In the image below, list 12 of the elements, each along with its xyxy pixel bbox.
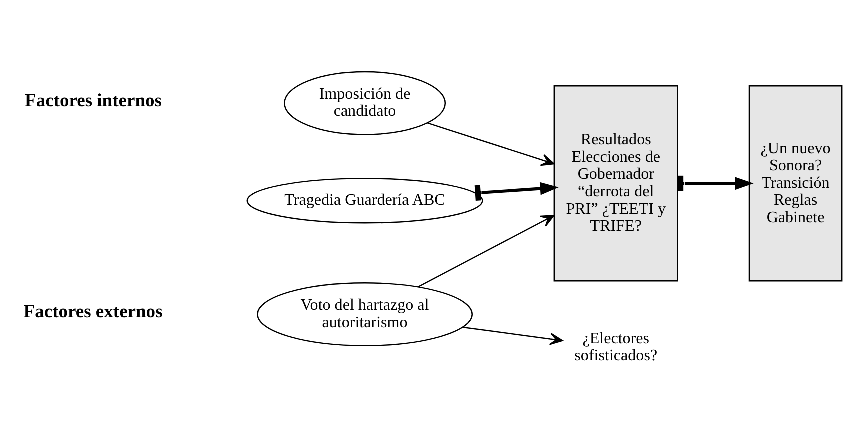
arrow	[428, 122, 555, 166]
node-box: ¿Un nuevo Sonora? Transición Reglas Gabinete	[748, 84, 843, 282]
label: Factores externos	[24, 301, 163, 322]
node-text: ¿Electores sofisticados?	[574, 330, 658, 364]
node-box: Resultados Elecciones de Gobernador “derrota del PRI” ¿TEETI y TRIFE?	[554, 84, 678, 282]
arrow	[463, 326, 564, 345]
arrow	[678, 175, 754, 191]
node-ellipse: Voto del hartazgo al autoritarismo	[257, 282, 473, 346]
arrow	[418, 214, 555, 288]
node-ellipse: Imposición de candidato	[284, 70, 446, 135]
label: Factores internos	[25, 90, 162, 111]
arrow	[474, 182, 559, 201]
